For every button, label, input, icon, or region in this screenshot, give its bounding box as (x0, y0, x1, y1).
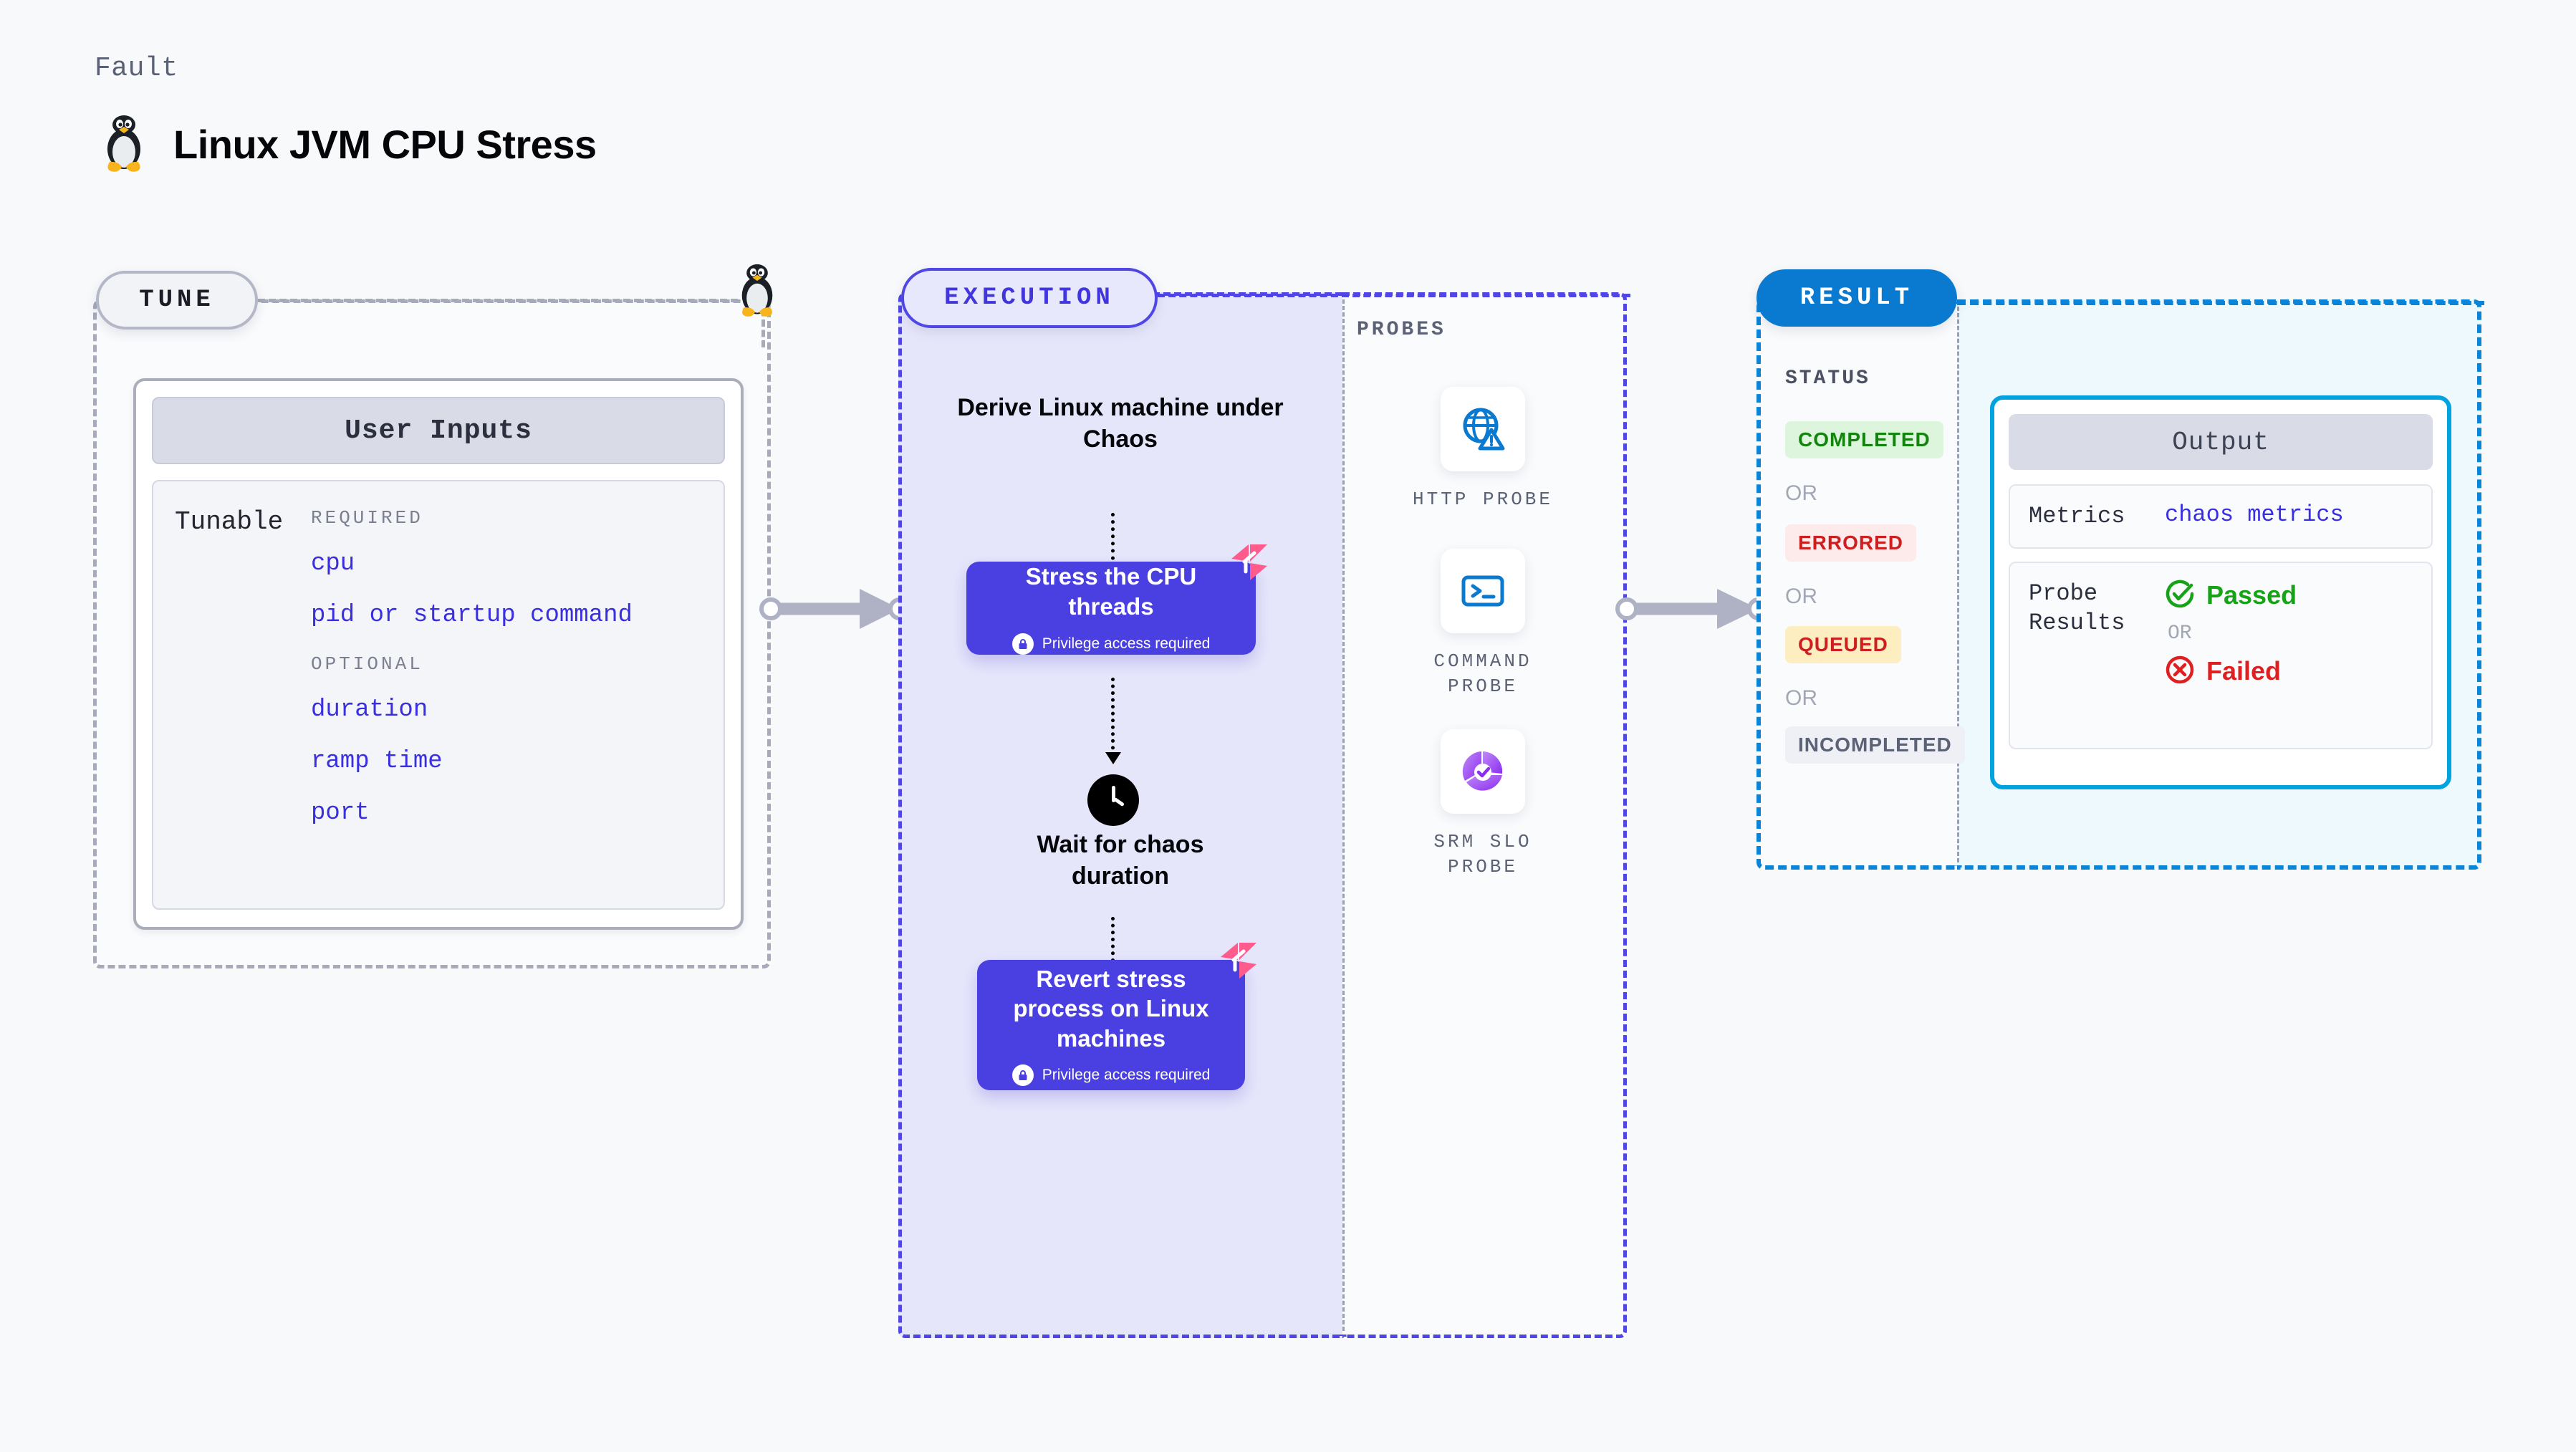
probe-command-label: COMMAND PROBE (1433, 650, 1532, 698)
field-ramp-time[interactable]: ramp time (311, 748, 443, 775)
execution-step-stress-cpu[interactable]: Stress the CPU threads Privilege access … (966, 544, 1267, 655)
probe-http[interactable]: HTTP PROBE (1397, 387, 1569, 512)
output-probe-results-values: Passed OR Failed (2165, 579, 2297, 732)
field-group-optional-title: OPTIONAL (311, 653, 423, 675)
probe-result-failed: Failed (2165, 655, 2297, 688)
execution-arrow-3 (1111, 917, 1115, 983)
status-badge-queued: QUEUED (1785, 626, 1901, 663)
check-circle-icon (2165, 579, 2195, 612)
output-card: Output Metrics chaos metrics Probe Resul… (1990, 395, 2451, 789)
execution-step-revert-stress-label: Revert stress process on Linux machines (1013, 965, 1209, 1052)
status-or-1: OR (1785, 481, 1817, 505)
field-port[interactable]: port (311, 799, 370, 827)
execution-section-pill[interactable]: EXECUTION (901, 268, 1158, 328)
user-inputs-card-title: User Inputs (152, 397, 725, 464)
result-panel (1756, 299, 1957, 870)
result-section-pill[interactable]: RESULT (1756, 269, 1957, 327)
fault-eyebrow-label: Fault (95, 53, 178, 84)
user-inputs-card: User Inputs Tunable REQUIRED cpu pid or … (133, 378, 744, 930)
privilege-note-revert-label: Privilege access required (1042, 1067, 1211, 1084)
globe-warning-icon (1441, 387, 1525, 471)
terminal-prompt-icon (1441, 549, 1525, 633)
field-cpu[interactable]: cpu (311, 550, 355, 577)
probe-http-label: HTTP PROBE (1412, 489, 1554, 510)
probes-title: PROBES (1357, 319, 1446, 341)
output-row-metrics: Metrics chaos metrics (2009, 484, 2433, 549)
privilege-note-revert: Privilege access required (1011, 1064, 1211, 1087)
probe-result-passed: Passed (2165, 579, 2297, 612)
tunable-label: Tunable (175, 507, 284, 537)
output-metrics-value[interactable]: chaos metrics (2165, 501, 2344, 528)
probe-result-passed-label: Passed (2206, 580, 2297, 610)
field-group-required-title: REQUIRED (311, 507, 423, 529)
tunable-body: Tunable REQUIRED cpu pid or startup comm… (152, 480, 725, 910)
cross-circle-icon (2165, 655, 2195, 688)
status-or-2: OR (1785, 585, 1817, 608)
execution-probes-divider (1342, 299, 1345, 1331)
page-title-row: Linux JVM CPU Stress (100, 115, 597, 173)
connector-execution-to-result (1615, 582, 1770, 640)
lock-icon (1011, 1064, 1034, 1087)
probe-command[interactable]: COMMAND PROBE (1397, 549, 1569, 699)
execution-panel (898, 292, 1342, 1338)
clock-icon (1087, 774, 1139, 826)
tune-connector-vertical (761, 299, 765, 347)
execution-step-derive-label: Derive Linux machine under Chaos (957, 394, 1284, 453)
execution-arrow-2 (1111, 678, 1115, 756)
execution-arrow-2-head (1105, 752, 1121, 764)
status-badge-incompleted: INCOMPLETED (1785, 726, 1965, 764)
execution-step-revert-stress[interactable]: Revert stress process on Linux machines … (977, 943, 1256, 1090)
execution-step-stress-cpu-label: Stress the CPU threads (1025, 563, 1197, 620)
harness-logo-icon (1227, 540, 1272, 588)
privilege-note-stress: Privilege access required (1011, 633, 1211, 655)
output-probe-results-key: Probe Results (2029, 580, 2125, 637)
output-row-probe-results: Probe Results Passed OR (2009, 561, 2433, 749)
probe-srm-slo[interactable]: SRM SLO PROBE (1397, 729, 1569, 880)
connector-tune-to-execution (759, 582, 911, 640)
probe-srm-slo-label: SRM SLO PROBE (1433, 831, 1532, 878)
execution-arrow-1 (1111, 513, 1115, 582)
status-or-3: OR (1785, 686, 1817, 710)
lock-icon (1011, 633, 1034, 655)
result-status-title: STATUS (1785, 367, 1870, 390)
status-badge-errored: ERRORED (1785, 524, 1917, 562)
execution-top-dash-line (1158, 294, 1630, 297)
result-top-dash-line (1957, 301, 2484, 305)
field-pid-or-startup-command[interactable]: pid or startup command (311, 602, 633, 629)
tune-connector-line (258, 299, 738, 302)
tune-edge-linux-penguin-icon (735, 264, 779, 322)
page-title: Linux JVM CPU Stress (173, 121, 597, 167)
status-badge-completed: COMPLETED (1785, 421, 1943, 458)
result-output-divider (1957, 307, 1959, 862)
execution-step-wait-label: Wait for chaos duration (1037, 831, 1204, 890)
linux-penguin-icon (100, 115, 148, 173)
probe-result-failed-label: Failed (2206, 656, 2282, 686)
tunable-field-list: REQUIRED cpu pid or startup command OPTI… (311, 507, 724, 908)
harness-logo-icon (1216, 938, 1261, 986)
privilege-note-stress-label: Privilege access required (1042, 635, 1211, 652)
output-card-title: Output (2009, 414, 2433, 470)
slo-donut-check-icon (1441, 729, 1525, 814)
tune-section-pill[interactable]: TUNE (96, 271, 258, 330)
output-metrics-key: Metrics (2029, 503, 2125, 529)
probe-result-or: OR (2168, 622, 2192, 645)
field-duration[interactable]: duration (311, 696, 428, 723)
